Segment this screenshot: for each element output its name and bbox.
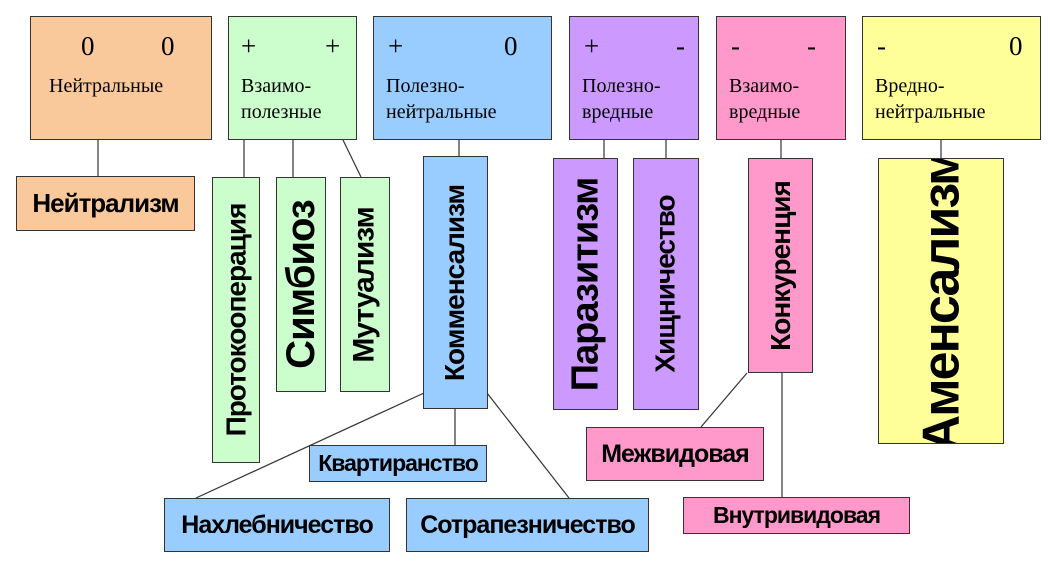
relation-label: Паразитизм [564,177,606,391]
category-name: Нейтральные [49,75,164,97]
relation-parasitism: Паразитизм [553,158,618,410]
category-mutually-beneficial: + + Взаимо- полезные [228,16,357,140]
category-name: Вредно- нейтральные [875,75,986,123]
subtype-label: Квартиранство [318,450,478,476]
sign-second: 0 [161,31,175,61]
subtype-intraspecific: Внутривидовая [683,497,910,534]
sign-first: + [388,31,404,61]
relation-predation: Хищничество [633,158,699,410]
subtype-label: Внутривидовая [712,502,881,528]
category-beneficial-neutral: +0 Полезно- нейтральные [373,16,552,140]
relation-label: Мутуализм [348,206,381,363]
category-mutually-harmful: - - Взаимо- вредные [716,16,846,140]
relation-neutralism: Нейтрализм [16,176,195,231]
relation-label: Симбиоз [278,200,323,369]
sign-first: + [584,31,600,61]
sign-second: - [676,31,685,61]
subtype-label: Нахлебничество [181,510,373,539]
subtype-freeloading: Нахлебничество [164,498,390,552]
subtype-label: Сотрапезничество [420,510,636,539]
relation-label: Хищничество [650,195,681,373]
relation-commensalism: Комменсализм [423,156,488,409]
sign-first: + [241,31,257,61]
relation-mutualism: Мутуализм [340,177,390,392]
subtype-commensal-feeding: Сотрапезничество [406,498,649,552]
relation-label: Аменсализм [912,158,970,444]
connector-commensal-feeding [486,392,570,499]
sign-second: 0 [504,31,518,61]
category-name: Взаимо- полезные [241,75,322,123]
relation-protocooperation: Протокооперация [212,177,260,463]
subtype-quartering: Квартиранство [309,445,487,482]
subtype-interspecific: Межвидовая [586,427,764,481]
subtype-label: Межвидовая [601,439,750,468]
category-harmful-neutral: - 0 Вредно- нейтральные [862,16,1041,140]
sign-first: 0 [81,31,95,61]
category-name: Полезно- вредные [582,75,661,123]
sign-first: - [731,31,740,61]
category-name: Полезно- нейтральные [386,75,497,123]
sign-second: - [807,31,816,61]
relation-symbiosis: Симбиоз [276,177,326,392]
relation-competition: Конкуренция [748,158,813,373]
relation-label: Нейтрализм [32,188,179,218]
sign-second: + [325,31,341,61]
relation-amensalism: Аменсализм [878,158,1004,444]
connector-mutualism [342,139,362,178]
category-beneficial-harmful: + - Полезно- вредные [569,16,699,140]
sign-first: - [877,31,886,61]
relation-label: Комменсализм [439,184,471,381]
category-neutral: 0 0 Нейтральные [30,16,212,140]
sign-second: 0 [1009,31,1023,61]
category-name: Взаимо- вредные [729,75,801,123]
relation-label: Конкуренция [764,180,796,351]
relation-label: Протокооперация [220,203,252,437]
connector-interspecific [700,372,748,428]
